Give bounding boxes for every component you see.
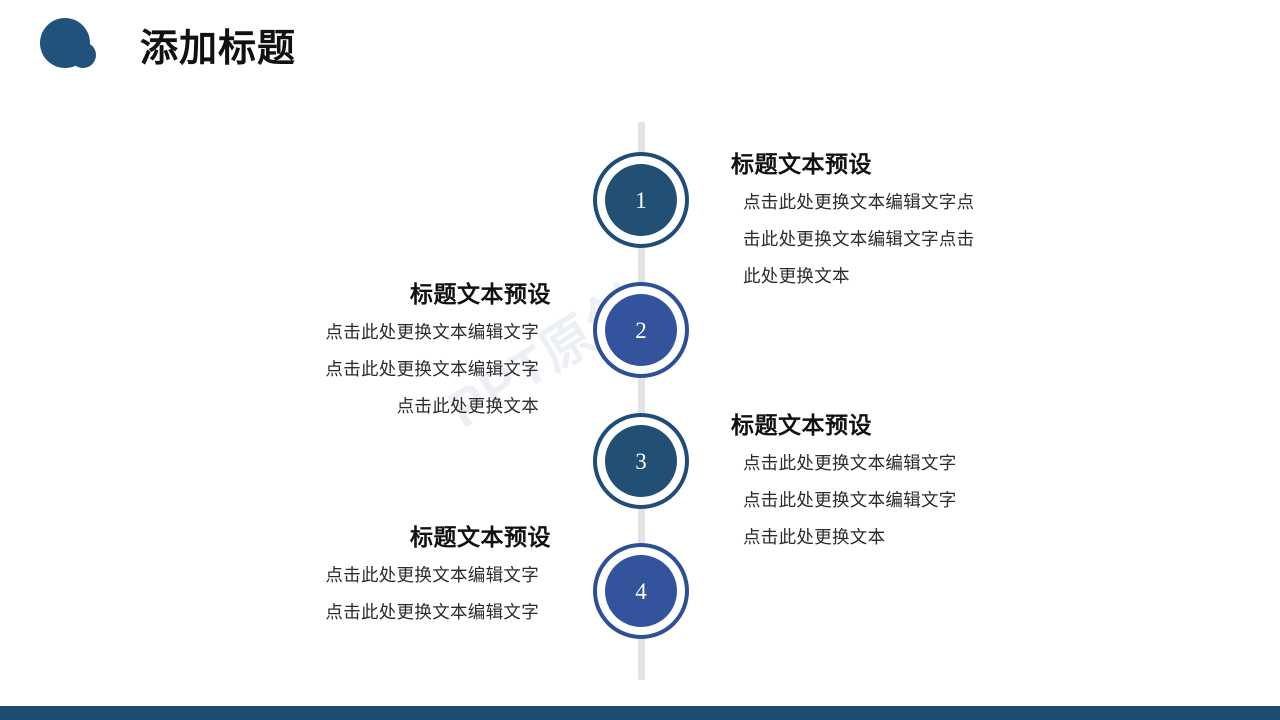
timeline-item-1-line-1: 点击此处更换文本编辑文字点 xyxy=(743,192,975,212)
timeline-item-2-line-1: 点击此处更换文本编辑文字 xyxy=(325,322,539,342)
footer-bar xyxy=(0,706,1280,720)
timeline-item-1-text: 标题文本预设 点击此处更换文本编辑文字点 击此处更换文本编辑文字点击 此处更换文… xyxy=(731,150,1061,295)
timeline-node-1-number: 1 xyxy=(605,164,677,236)
timeline-node-2[interactable]: 2 xyxy=(593,282,689,378)
timeline-node-3[interactable]: 3 xyxy=(593,413,689,509)
timeline-node-1[interactable]: 1 xyxy=(593,152,689,248)
timeline-item-1-line-3: 此处更换文本 xyxy=(743,266,850,286)
timeline-item-3-text: 标题文本预设 点击此处更换文本编辑文字 点击此处更换文本编辑文字 点击此处更换文… xyxy=(731,411,1061,556)
timeline-item-3-line-1: 点击此处更换文本编辑文字 xyxy=(743,453,957,473)
timeline-item-4-text: 标题文本预设 点击此处更换文本编辑文字 点击此处更换文本编辑文字 xyxy=(221,523,551,631)
double-circle-logo-icon xyxy=(40,18,102,72)
timeline-item-2-heading: 标题文本预设 xyxy=(410,282,551,307)
timeline-item-4-heading: 标题文本预设 xyxy=(410,525,551,550)
timeline-item-1-body: 点击此处更换文本编辑文字点 击此处更换文本编辑文字点击 此处更换文本 xyxy=(731,184,1061,295)
timeline-item-2-body: 点击此处更换文本编辑文字 点击此处更换文本编辑文字 点击此处更换文本 xyxy=(221,314,551,425)
timeline-item-2-line-3: 点击此处更换文本 xyxy=(396,396,539,416)
timeline-item-3-line-2: 点击此处更换文本编辑文字 xyxy=(743,490,957,510)
timeline-item-1-line-2: 击此处更换文本编辑文字点击 xyxy=(743,229,975,249)
timeline-item-3-heading: 标题文本预设 xyxy=(731,413,872,438)
timeline-item-2-text: 标题文本预设 点击此处更换文本编辑文字 点击此处更换文本编辑文字 点击此处更换文… xyxy=(221,280,551,425)
timeline-node-3-number: 3 xyxy=(605,425,677,497)
timeline-node-2-number: 2 xyxy=(605,294,677,366)
timeline-item-4-line-2: 点击此处更换文本编辑文字 xyxy=(325,602,539,622)
page-title: 添加标题 xyxy=(140,28,297,70)
timeline-item-2-line-2: 点击此处更换文本编辑文字 xyxy=(325,359,539,379)
timeline-item-4-line-1: 点击此处更换文本编辑文字 xyxy=(325,565,539,585)
timeline-spine xyxy=(638,122,645,680)
logo-small-circle xyxy=(70,42,96,68)
timeline-node-4-number: 4 xyxy=(605,555,677,627)
slide-header: 添加标题 xyxy=(0,0,1280,100)
timeline-item-3-line-3: 点击此处更换文本 xyxy=(743,527,886,547)
timeline-node-4[interactable]: 4 xyxy=(593,543,689,639)
timeline-item-3-body: 点击此处更换文本编辑文字 点击此处更换文本编辑文字 点击此处更换文本 xyxy=(731,445,1061,556)
timeline-item-4-body: 点击此处更换文本编辑文字 点击此处更换文本编辑文字 xyxy=(221,557,551,631)
timeline-item-1-heading: 标题文本预设 xyxy=(731,152,872,177)
